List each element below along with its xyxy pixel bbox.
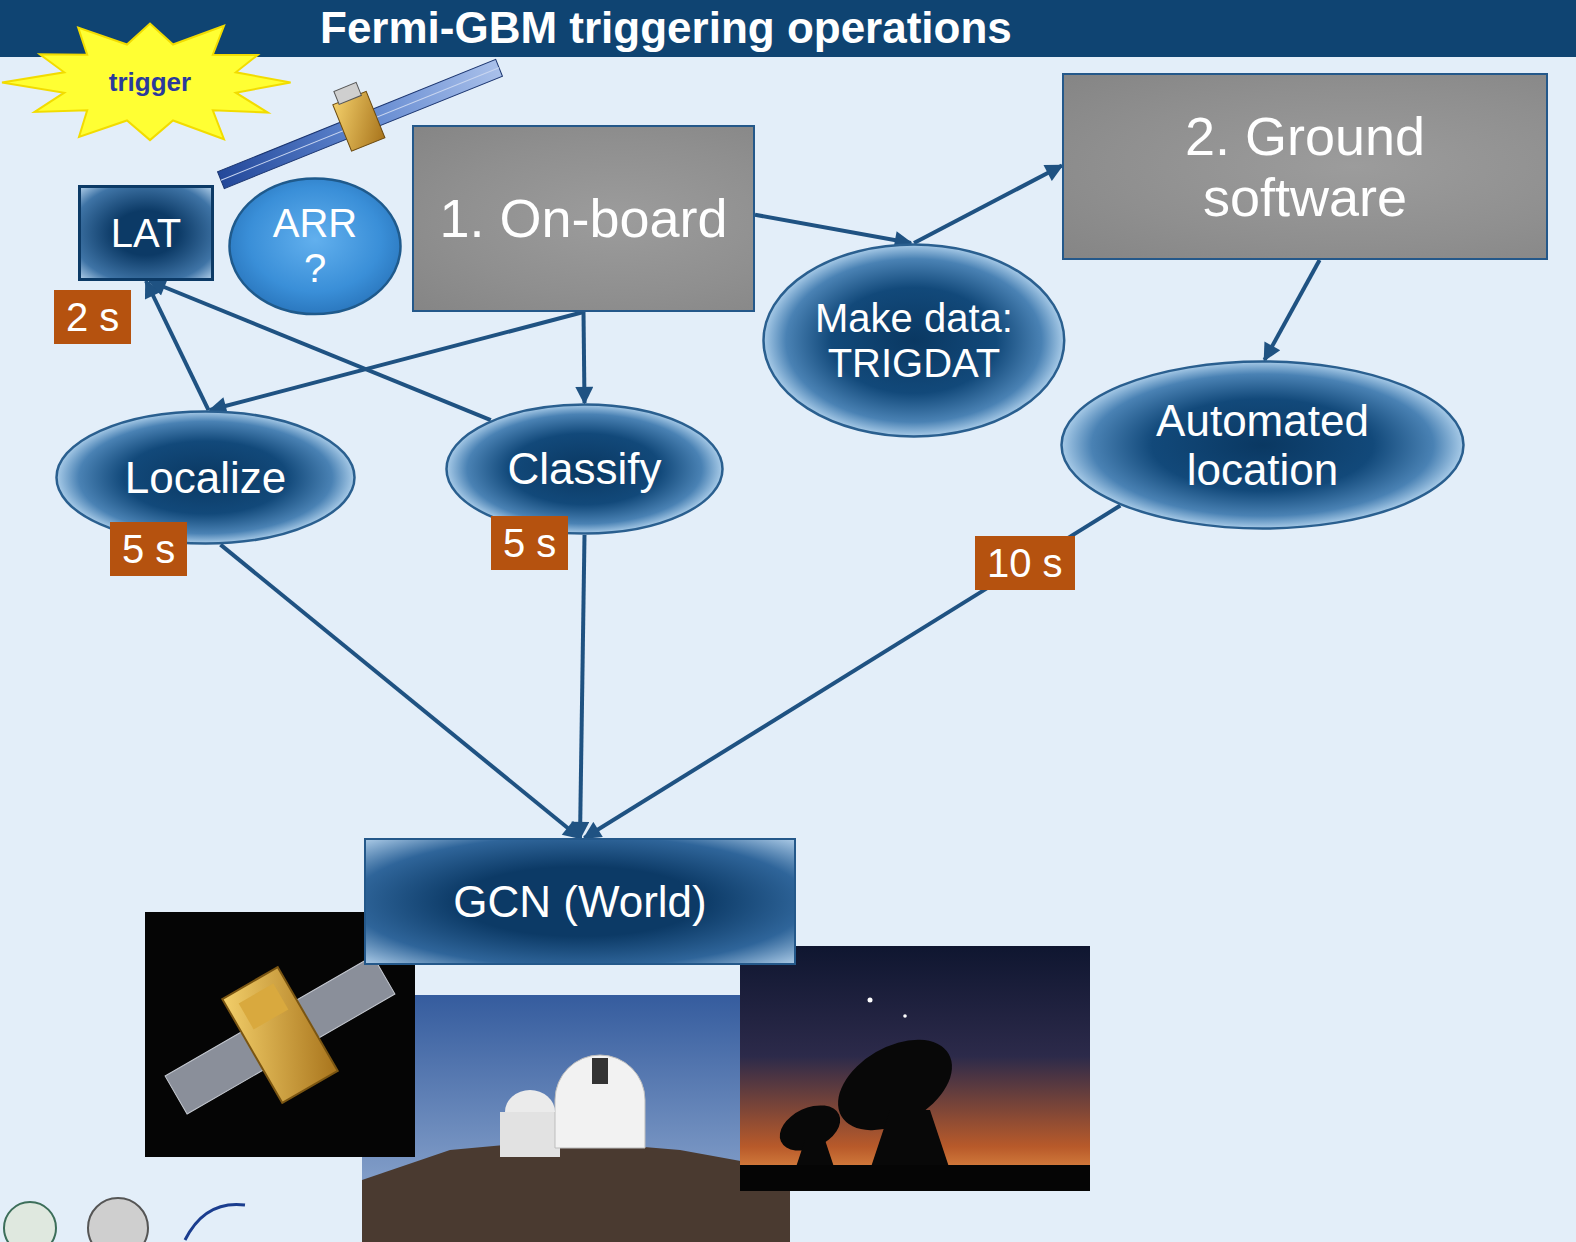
star-dot <box>868 998 873 1003</box>
text-group: Classify <box>507 444 661 493</box>
ellipse-shape <box>57 412 355 544</box>
trigger-burst: trigger <box>0 15 300 150</box>
photo-frame <box>740 946 1090 1191</box>
decision-ellipse: ARR ? <box>228 177 402 316</box>
process-ellipse: Localize <box>55 410 356 545</box>
text-group: trigger <box>109 68 191 97</box>
time-label: 2 s <box>54 290 131 344</box>
process-box: 1. On-board <box>412 125 755 312</box>
text-group: LAT <box>111 211 181 256</box>
text-group: 1. On-board <box>439 188 727 248</box>
text-group: Make data: TRIGDAT <box>799 296 1029 386</box>
ellipse-shape <box>230 178 401 314</box>
flow-arrow <box>1265 260 1320 360</box>
satellite-detail <box>239 983 289 1029</box>
burst-shape <box>2 24 291 141</box>
flow-arrow <box>755 215 911 243</box>
logo <box>4 1202 56 1242</box>
node-text: trigger <box>109 68 191 97</box>
process-ellipse: Automated location <box>1060 360 1465 530</box>
time-label: 5 s <box>491 516 568 570</box>
node-text: Classify <box>507 444 661 493</box>
flow-arrow <box>914 166 1062 243</box>
radio-dish-photo <box>740 946 1090 1191</box>
node-text: Make data: TRIGDAT <box>799 296 1029 386</box>
photo-frame <box>362 995 790 1242</box>
text-group: Localize <box>125 453 286 502</box>
flow-arrow <box>580 535 585 838</box>
text-group: GCN (World) <box>453 877 706 926</box>
dome <box>555 1055 645 1148</box>
node-text: Automated location <box>1113 396 1413 495</box>
title-bar <box>0 0 1576 57</box>
process-box: 2. Ground software <box>1062 73 1548 260</box>
flow-arrow <box>220 545 580 838</box>
text-group: Automated location <box>1113 396 1413 495</box>
node-text: LAT <box>111 211 181 256</box>
star-dot <box>903 1014 907 1018</box>
process-ellipse: Classify <box>445 403 724 535</box>
mountain <box>362 1140 790 1242</box>
institution-logos <box>4 1198 245 1242</box>
node-text: 2. Ground software <box>1145 106 1465 227</box>
dish-stand <box>870 1110 950 1170</box>
ellipse-shape <box>764 245 1065 437</box>
slide-title: Fermi-GBM triggering operations <box>320 3 1012 54</box>
ellipse-shape <box>1062 362 1464 529</box>
node-text: GCN (World) <box>453 877 706 926</box>
flow-arrow <box>584 506 1120 838</box>
ground <box>740 1165 1090 1191</box>
logo <box>185 1204 245 1240</box>
building <box>500 1112 560 1157</box>
node-text: 1. On-board <box>439 188 727 248</box>
node-text: ARR ? <box>270 201 360 291</box>
process-ellipse: Make data: TRIGDAT <box>762 243 1066 438</box>
satellite-detector <box>334 82 361 104</box>
text-group: ARR ? <box>270 201 360 291</box>
satellite-body <box>222 967 337 1103</box>
small-dome <box>505 1090 555 1112</box>
dome-slit <box>592 1058 608 1084</box>
network-box: GCN (World) <box>364 838 796 965</box>
instrument-box: LAT <box>78 185 214 281</box>
text-group: 2. Ground software <box>1145 106 1465 227</box>
ellipse-shape <box>447 405 723 534</box>
node-text: Localize <box>125 453 286 502</box>
logo <box>88 1198 148 1242</box>
time-label: 10 s <box>975 536 1075 590</box>
observatory-photo <box>362 995 790 1242</box>
flow-arrow <box>584 312 585 403</box>
time-label: 5 s <box>110 522 187 576</box>
